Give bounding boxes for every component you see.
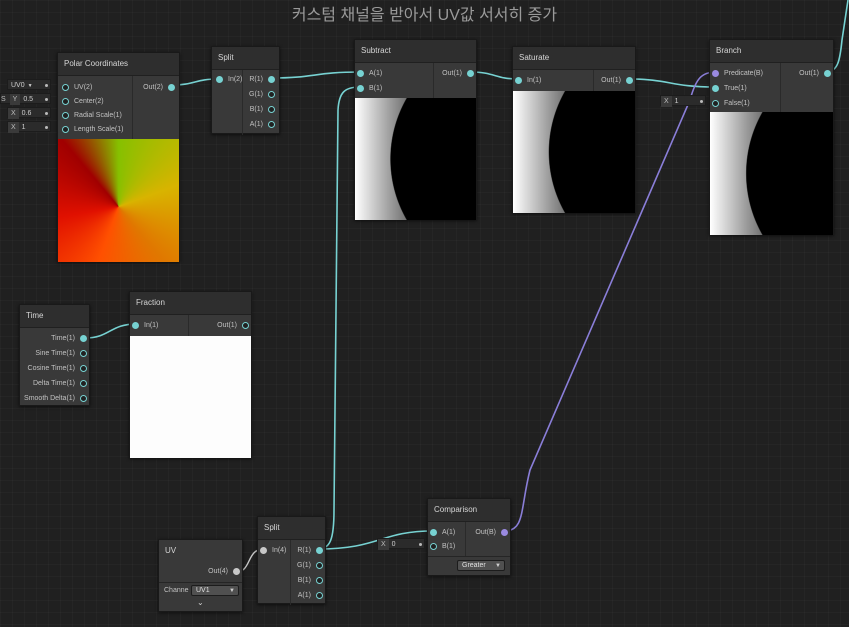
port-out[interactable]: Out(B)	[475, 527, 508, 539]
port-b[interactable]: B(1)	[298, 575, 323, 587]
wire-split-r-to-subtract-a[interactable]	[271, 71, 361, 79]
port-b[interactable]: B(1)	[250, 104, 275, 116]
branch-node[interactable]: Branch Predicate(B) True(1) False(1) Out…	[709, 39, 834, 235]
port-in[interactable]: In(1)	[132, 320, 158, 332]
comparison-mode-dropdown[interactable]: Greater ▼	[457, 560, 505, 571]
port-false[interactable]: False(1)	[712, 98, 750, 110]
wire-split-r-to-subtract-b[interactable]	[317, 86, 361, 550]
port-b[interactable]: B(1)	[430, 541, 455, 553]
port-cosine-time[interactable]: Cosine Time(1)	[28, 363, 87, 375]
fraction-preview	[130, 336, 251, 458]
port-out[interactable]: Out(1)	[442, 68, 474, 80]
subtract-node[interactable]: Subtract A(1) B(1) Out(1)	[354, 39, 477, 220]
dropdown-arrow-icon: ▼	[229, 588, 235, 594]
port-out[interactable]: Out(4)	[208, 566, 240, 578]
split-top-node[interactable]: Split In(2) R(1) G(1) B(1) A(1)	[211, 46, 280, 135]
subtract-preview	[355, 98, 476, 220]
port-out[interactable]: Out(2)	[143, 82, 175, 94]
node-title[interactable]: Branch	[710, 40, 833, 63]
dropdown-arrow-icon: ▼	[495, 563, 501, 569]
port-a[interactable]: A(1)	[430, 527, 455, 539]
port-a[interactable]: A(1)	[357, 68, 382, 80]
port-out[interactable]: Out(1)	[799, 68, 831, 80]
port-time[interactable]: Time(1)	[51, 333, 87, 345]
fraction-node[interactable]: Fraction In(1) Out(1)	[129, 291, 252, 458]
port-in[interactable]: In(2)	[216, 74, 242, 86]
port-out[interactable]: Out(1)	[601, 75, 633, 87]
dropdown-arrow-icon: ▼	[27, 83, 33, 89]
port-r[interactable]: R(1)	[249, 74, 275, 86]
port-out[interactable]: Out(1)	[217, 320, 249, 332]
uv-channel-select[interactable]: UV0▼	[7, 79, 51, 90]
expand-chevron-icon[interactable]: ⌄	[197, 598, 204, 607]
port-sine-time[interactable]: Sine Time(1)	[35, 348, 87, 360]
polar-preview	[58, 139, 179, 262]
uv-node[interactable]: UV Out(4) Channe UV1 ▼ ⌄	[158, 539, 243, 612]
uv-channel-dropdown[interactable]: UV1 ▼	[191, 585, 239, 596]
port-length-scale[interactable]: Length Scale(1)	[62, 124, 123, 136]
port-in[interactable]: In(1)	[515, 75, 541, 87]
wire-saturate-to-branch-true[interactable]	[627, 78, 716, 88]
node-title[interactable]: Saturate	[513, 47, 635, 70]
port-in[interactable]: In(4)	[260, 545, 286, 557]
node-title[interactable]: UV	[159, 540, 242, 562]
port-a[interactable]: A(1)	[298, 590, 323, 602]
port-center[interactable]: Center(2)	[62, 96, 104, 108]
port-a[interactable]: A(1)	[250, 119, 275, 131]
branch-preview	[710, 112, 833, 235]
polar-coordinates-node[interactable]: Polar Coordinates UV(2) Center(2) Radial…	[57, 52, 180, 262]
port-uv[interactable]: UV(2)	[62, 82, 92, 94]
node-title[interactable]: Subtract	[355, 40, 476, 63]
port-g[interactable]: G(1)	[297, 560, 323, 572]
node-title[interactable]: Polar Coordinates	[58, 53, 179, 76]
node-title[interactable]: Comparison	[428, 499, 510, 522]
wire-comparison-to-branch-predicate[interactable]	[503, 71, 717, 532]
node-title[interactable]: Split	[212, 47, 279, 70]
port-delta-time[interactable]: Delta Time(1)	[33, 378, 87, 390]
split-bottom-node[interactable]: Split In(4) R(1) G(1) B(1) A(1)	[257, 516, 326, 605]
port-smooth-delta[interactable]: Smooth Delta(1)	[24, 393, 87, 405]
node-title[interactable]: Split	[258, 517, 325, 540]
wire-subtract-to-saturate[interactable]	[469, 71, 519, 80]
port-radial-scale[interactable]: Radial Scale(1)	[62, 110, 122, 122]
node-title[interactable]: Fraction	[130, 292, 251, 315]
comparison-node[interactable]: Comparison A(1) B(1) Out(B) Greater ▼	[427, 498, 511, 576]
port-g[interactable]: G(1)	[249, 89, 275, 101]
saturate-node[interactable]: Saturate In(1) Out(1)	[512, 46, 636, 213]
port-b[interactable]: B(1)	[357, 83, 382, 95]
channel-label: Channe	[164, 587, 189, 594]
port-predicate[interactable]: Predicate(B)	[712, 68, 763, 80]
group-title[interactable]: 커스텀 채널을 받아서 UV값 서서히 증가	[291, 7, 558, 24]
port-true[interactable]: True(1)	[712, 83, 747, 95]
port-r[interactable]: R(1)	[297, 545, 323, 557]
node-title[interactable]: Time	[20, 305, 89, 328]
time-node[interactable]: Time Time(1) Sine Time(1) Cosine Time(1)…	[19, 304, 90, 406]
saturate-preview	[513, 91, 635, 213]
